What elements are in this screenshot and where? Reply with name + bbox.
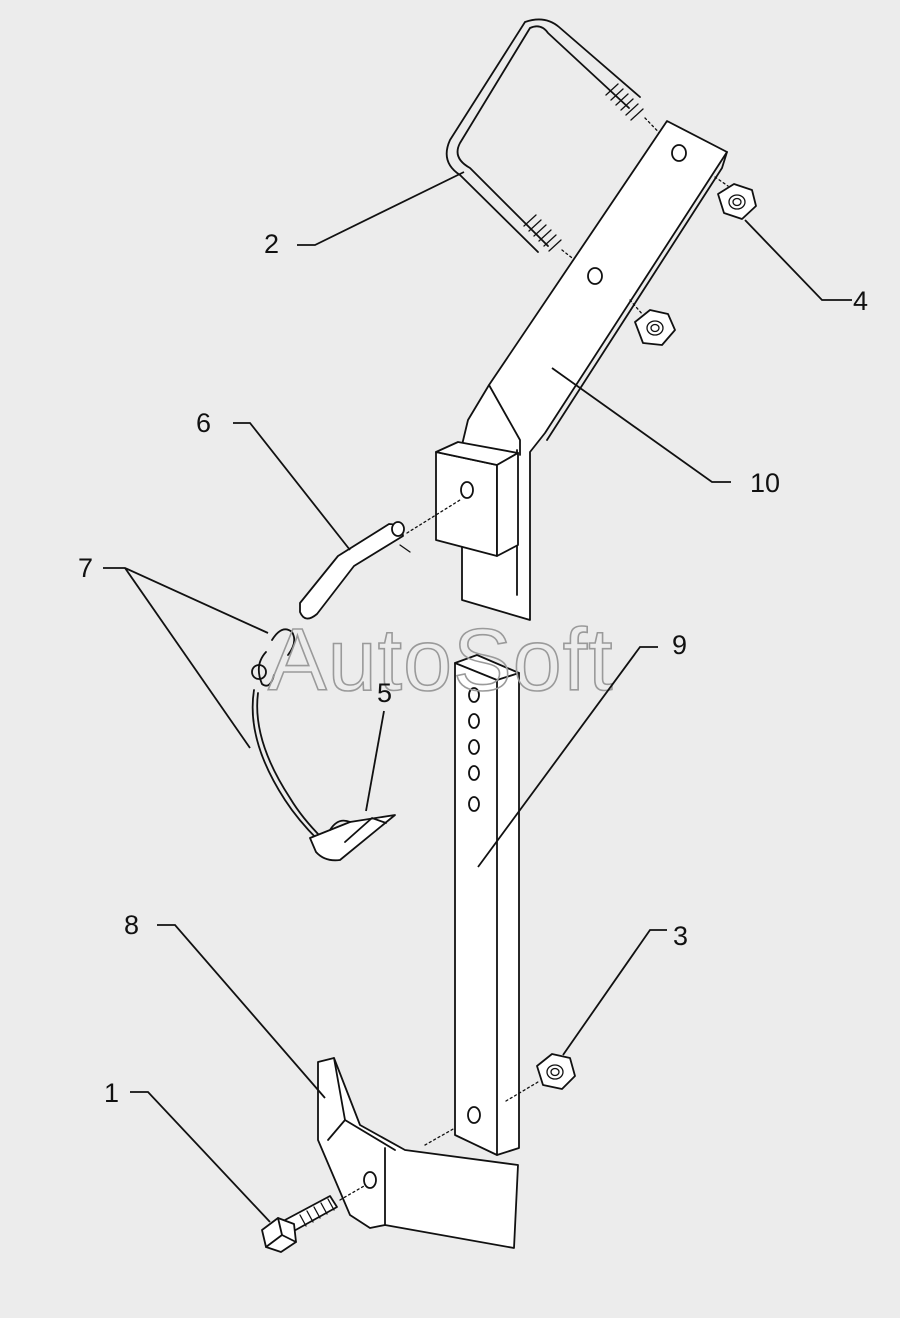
watermark-text: AutoSoft [268,610,614,709]
lynch-pin-part-7 [251,628,396,862]
bar-hole-1 [468,687,480,703]
callout-6: 6 [196,408,211,438]
callout-10: 10 [750,468,780,498]
callout-4: 4 [853,286,868,316]
callout-2: 2 [264,229,279,259]
bolt-part-1 [261,1185,365,1253]
leader-7a [103,567,269,634]
leader-6 [233,422,351,551]
perforated-bar-part-9 [454,654,520,1156]
callout-5: 5 [377,678,392,708]
leader-lines [103,171,852,1223]
leader-5 [365,710,385,812]
callout-1: 1 [104,1078,119,1108]
bar-hole-4 [468,765,480,781]
callouts: 2 4 10 6 7 5 9 3 8 1 [78,229,868,1108]
leader-10 [551,367,731,483]
bar-hole-5 [468,796,480,812]
leader-4 [744,219,852,301]
nut-part-3 [505,1053,576,1102]
nut-part-4-lower [634,309,676,346]
bent-pin-part-6 [299,499,461,620]
bracket-part-10 [435,120,729,621]
bracket-hole-lower [587,267,603,285]
bar-hole-bottom [467,1106,481,1124]
callout-9: 9 [672,630,687,660]
callout-7: 7 [78,553,93,583]
leader-2 [297,171,465,246]
callout-8: 8 [124,910,139,940]
bracket-hole-upper [671,144,687,162]
leader-8 [157,924,326,1099]
bolt-thread [299,1198,335,1227]
bar-hole-2 [468,713,480,729]
leader-3 [562,929,667,1056]
bar-hole-3 [468,739,480,755]
u-bolt-thread-lower [523,214,562,252]
nut-part-4-upper [717,183,757,220]
u-bolt-thread-upper [605,83,644,121]
bracket-clamp-hole [460,481,474,499]
u-bolt-part-2 [445,18,673,273]
leader-1 [130,1091,271,1223]
callout-3: 3 [673,921,688,951]
sweep-blade-part-8 [317,1057,519,1249]
leader-9 [477,646,658,868]
leader-7b [124,567,251,749]
